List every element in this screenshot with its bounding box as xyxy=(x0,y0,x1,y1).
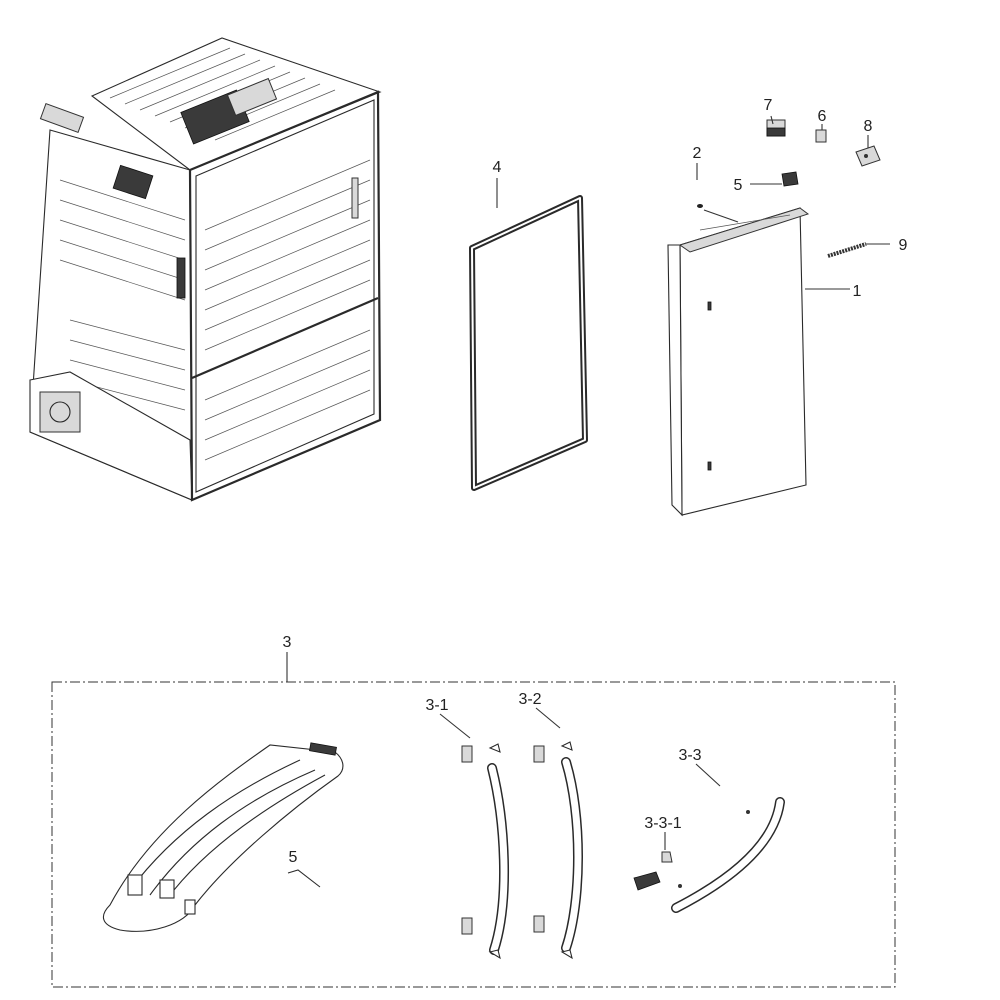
part-5-cap xyxy=(781,171,799,187)
callout-5-door: 5 xyxy=(734,177,743,194)
callout-labels: 1 2 3 3-1 3-2 3-3 3-3-1 4 5 5 6 7 8 9 xyxy=(283,97,908,866)
door-handle-assembly xyxy=(102,742,344,932)
hinge-part-8 xyxy=(855,145,881,167)
refrigerator-cabinet xyxy=(29,37,382,502)
callout-1: 1 xyxy=(853,283,862,300)
callout-3-2: 3-2 xyxy=(518,691,541,708)
callout-9: 9 xyxy=(899,237,908,254)
kit-3-boundary xyxy=(51,681,896,988)
handle-bar-3-2 xyxy=(533,741,583,960)
leader-lines xyxy=(286,115,890,850)
callout-3-3: 3-3 xyxy=(678,747,701,764)
handle-bar-3-3 xyxy=(671,797,785,913)
part-6-clip xyxy=(815,129,827,143)
callout-4: 4 xyxy=(493,159,502,176)
callout-3-1: 3-1 xyxy=(425,697,448,714)
callout-2: 2 xyxy=(693,145,702,162)
callout-7: 7 xyxy=(764,97,773,114)
handle-bar-3-1 xyxy=(461,743,510,960)
callout-6: 6 xyxy=(818,108,827,125)
part-2-pin xyxy=(697,204,703,208)
door-gasket xyxy=(469,195,588,491)
callout-5-kit: 5 xyxy=(289,849,298,866)
callout-3-3-1: 3-3-1 xyxy=(644,815,681,832)
callout-8: 8 xyxy=(864,118,873,135)
refrigerator-door xyxy=(667,207,810,517)
callout-3: 3 xyxy=(283,634,292,651)
hinge-part-7 xyxy=(766,119,786,137)
part-9-spring xyxy=(827,242,867,258)
part-5-screw xyxy=(287,869,321,888)
part-3-3-1-clips xyxy=(633,851,673,891)
